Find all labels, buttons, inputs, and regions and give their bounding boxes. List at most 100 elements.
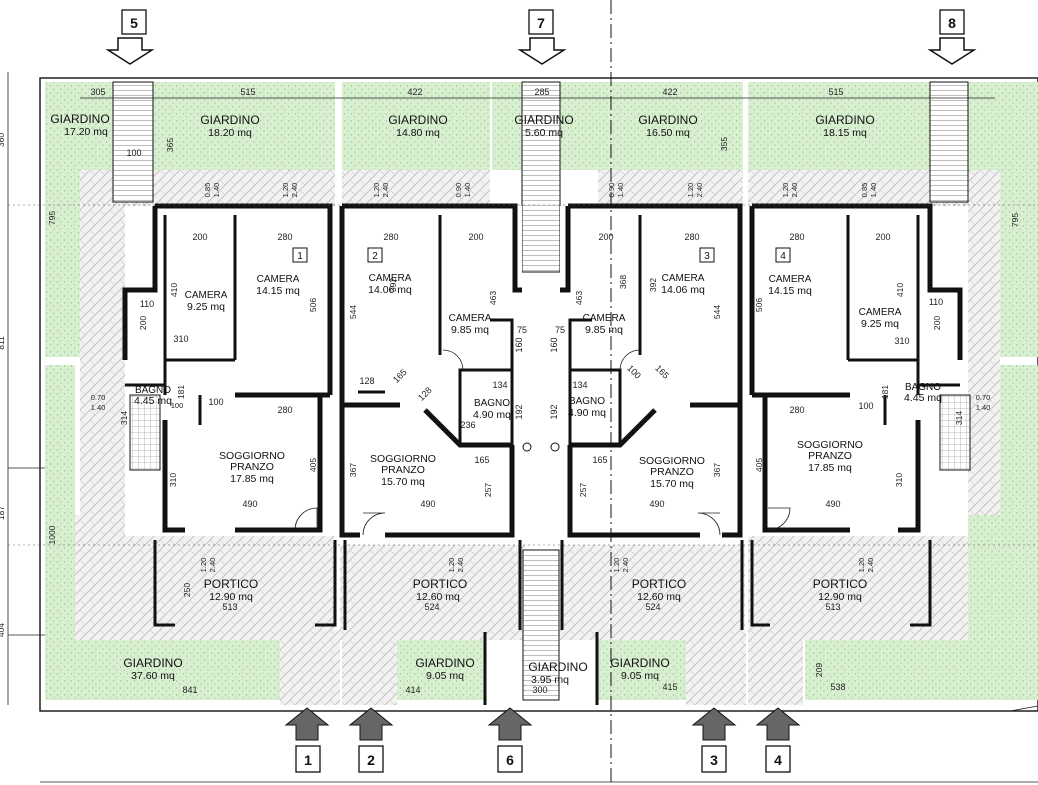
room-labels: GIARDINO 17.20 mq GIARDINO 18.20 mq GIAR… bbox=[50, 112, 942, 686]
room-label: GIARDINO bbox=[388, 113, 447, 127]
room-label: BAGNO bbox=[135, 385, 171, 396]
room-label: SOGGIORNO bbox=[219, 450, 285, 462]
dimension: 463 bbox=[574, 291, 584, 305]
unit-number: 1 bbox=[297, 251, 303, 262]
dimension: 75 bbox=[517, 325, 527, 335]
dimension: 250 bbox=[182, 583, 192, 597]
dimension: 200 bbox=[598, 232, 613, 242]
dimension: 300 bbox=[532, 685, 547, 695]
room-area: 4.90 mq bbox=[568, 407, 606, 419]
room-area: 12.90 mq bbox=[209, 591, 253, 603]
dimension: 236 bbox=[460, 420, 475, 430]
room-area: 9.05 mq bbox=[426, 670, 464, 682]
room-area: 17.85 mq bbox=[230, 473, 274, 485]
dimension: 209 bbox=[814, 663, 824, 677]
room-area: 14.15 mq bbox=[256, 285, 300, 297]
dimension: 280 bbox=[684, 232, 699, 242]
dimension: 160 bbox=[514, 337, 524, 352]
dimension: 513 bbox=[222, 602, 237, 612]
dimension: 257 bbox=[578, 483, 588, 497]
room-label: GIARDINO bbox=[638, 113, 697, 127]
entry-marker: 3 bbox=[710, 752, 718, 768]
window-label: 1.20 bbox=[447, 558, 456, 573]
window-label: 1.40 bbox=[463, 183, 472, 198]
dimension: 415 bbox=[662, 682, 677, 692]
dimension: 795 bbox=[47, 211, 57, 225]
room-area: 4.45 mq bbox=[904, 392, 942, 404]
dimension: 75 bbox=[555, 325, 565, 335]
dimension: 405 bbox=[754, 458, 764, 472]
room-label: CAMERA bbox=[583, 313, 626, 324]
window-label: 2.40 bbox=[381, 183, 390, 198]
dimension: 200 bbox=[138, 316, 148, 330]
room-label: GIARDINO bbox=[610, 656, 669, 670]
window-label: 2.40 bbox=[456, 558, 465, 573]
unit-number: 4 bbox=[780, 251, 786, 262]
window-label: 1.20 bbox=[199, 558, 208, 573]
window-label: 1.20 bbox=[857, 558, 866, 573]
window-label: 0.85 bbox=[203, 183, 212, 198]
entry-marker: 2 bbox=[367, 752, 375, 768]
dimension: 1000 bbox=[47, 525, 57, 544]
dimension: 100 bbox=[858, 401, 873, 411]
walls bbox=[122, 203, 963, 705]
reference-lines bbox=[8, 204, 1038, 636]
dimension: 310 bbox=[894, 473, 904, 487]
doors bbox=[294, 349, 791, 536]
window-label: 1.20 bbox=[372, 183, 381, 198]
dimension: 506 bbox=[754, 298, 764, 312]
room-label: BAGNO bbox=[569, 396, 605, 407]
stairs bbox=[112, 81, 969, 701]
window-label: 1.20 bbox=[612, 558, 621, 573]
dimension: 515 bbox=[828, 87, 843, 97]
dimension: 811 bbox=[0, 336, 6, 350]
dimension: 165 bbox=[592, 455, 607, 465]
window-label: 1.40 bbox=[976, 403, 991, 412]
window-label: 1.20 bbox=[686, 183, 695, 198]
room-area: 14.06 mq bbox=[661, 284, 705, 296]
room-label: SOGGIORNO bbox=[797, 439, 863, 451]
room-area: 18.15 mq bbox=[823, 127, 867, 139]
entry-marker: 6 bbox=[506, 752, 514, 768]
dimension: 841 bbox=[182, 685, 197, 695]
room-area: 3.95 mq bbox=[531, 674, 569, 686]
dimension: 134 bbox=[572, 380, 587, 390]
room-label: GIARDINO bbox=[123, 656, 182, 670]
dimension: 285 bbox=[534, 87, 549, 97]
dimension: 544 bbox=[712, 305, 722, 319]
room-label: SOGGIORNO bbox=[639, 455, 705, 467]
window-label: 0.90 bbox=[454, 183, 463, 198]
entry-marker: 7 bbox=[537, 15, 545, 31]
dimension: 538 bbox=[830, 682, 845, 692]
dimension: 524 bbox=[424, 602, 439, 612]
window-label: 1.20 bbox=[781, 183, 790, 198]
room-label: CAMERA bbox=[257, 274, 300, 285]
dimension: 160 bbox=[549, 337, 559, 352]
dimension: 392 bbox=[648, 278, 658, 292]
dimension: 355 bbox=[719, 137, 729, 151]
room-area: 9.25 mq bbox=[187, 301, 225, 313]
dimension: 515 bbox=[240, 87, 255, 97]
room-area: 4.90 mq bbox=[473, 409, 511, 421]
window-label: 0.90 bbox=[607, 183, 616, 198]
entry-marker: 4 bbox=[774, 752, 782, 768]
entry-marker: 8 bbox=[948, 15, 956, 31]
room-label: PRANZO bbox=[808, 450, 852, 462]
window-label: 2.40 bbox=[790, 183, 799, 198]
dimension: 134 bbox=[492, 380, 507, 390]
room-area: 9.85 mq bbox=[585, 324, 623, 336]
unit-number: 3 bbox=[704, 251, 710, 262]
dimension: 100 bbox=[126, 148, 141, 158]
window-label: 0.85 bbox=[860, 183, 869, 198]
room-area: 14.15 mq bbox=[768, 285, 812, 297]
unit-number: 2 bbox=[372, 251, 378, 262]
dimension: 314 bbox=[119, 411, 129, 425]
room-area: 14.80 mq bbox=[396, 127, 440, 139]
dimension: 200 bbox=[192, 232, 207, 242]
window-label: 100 bbox=[171, 401, 184, 410]
window-label: 1.40 bbox=[869, 183, 878, 198]
room-area: 5.60 mq bbox=[525, 127, 563, 139]
room-area: 12.60 mq bbox=[416, 591, 460, 603]
room-area: 14.06 mq bbox=[368, 284, 412, 296]
dimension: 110 bbox=[929, 297, 943, 307]
